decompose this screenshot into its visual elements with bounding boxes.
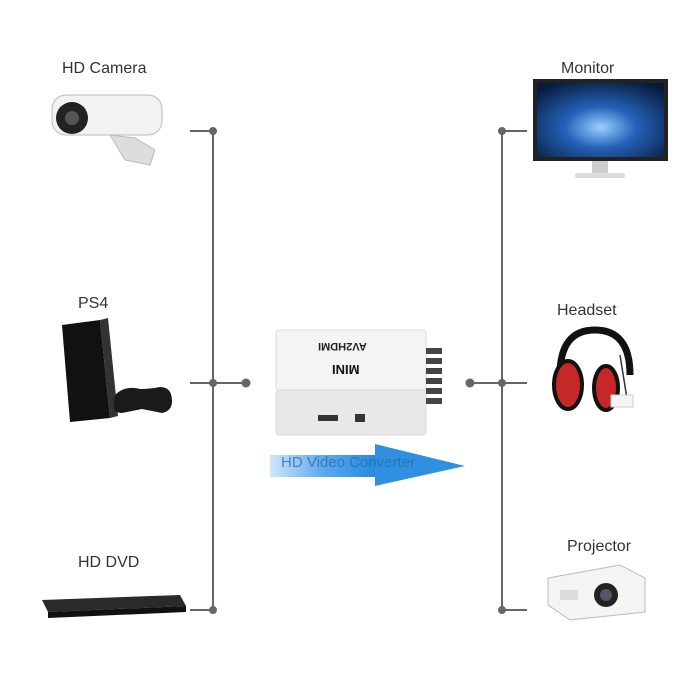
input-label-hd-dvd: HD DVD (78, 554, 140, 571)
game-console-icon (62, 318, 172, 422)
conversion-arrow (270, 444, 465, 486)
converter-brand: AV2HDMI (318, 340, 367, 352)
output-label-projector: Projector (567, 538, 632, 555)
converter-device (275, 329, 442, 436)
headphones-icon (552, 326, 634, 412)
arrow-label: HD Video Converter (281, 454, 415, 471)
right-bus (465, 127, 527, 614)
input-label-hd-camera: HD Camera (62, 60, 147, 77)
dvd-player-icon (42, 595, 186, 618)
monitor-icon (533, 79, 668, 178)
output-label-monitor: Monitor (561, 60, 615, 77)
projector-icon (547, 564, 646, 621)
output-label-headset: Headset (557, 302, 617, 319)
security-camera-icon (51, 94, 163, 166)
input-label-ps4: PS4 (78, 295, 109, 312)
converter-model: MINI (332, 362, 360, 377)
left-bus (190, 127, 251, 614)
